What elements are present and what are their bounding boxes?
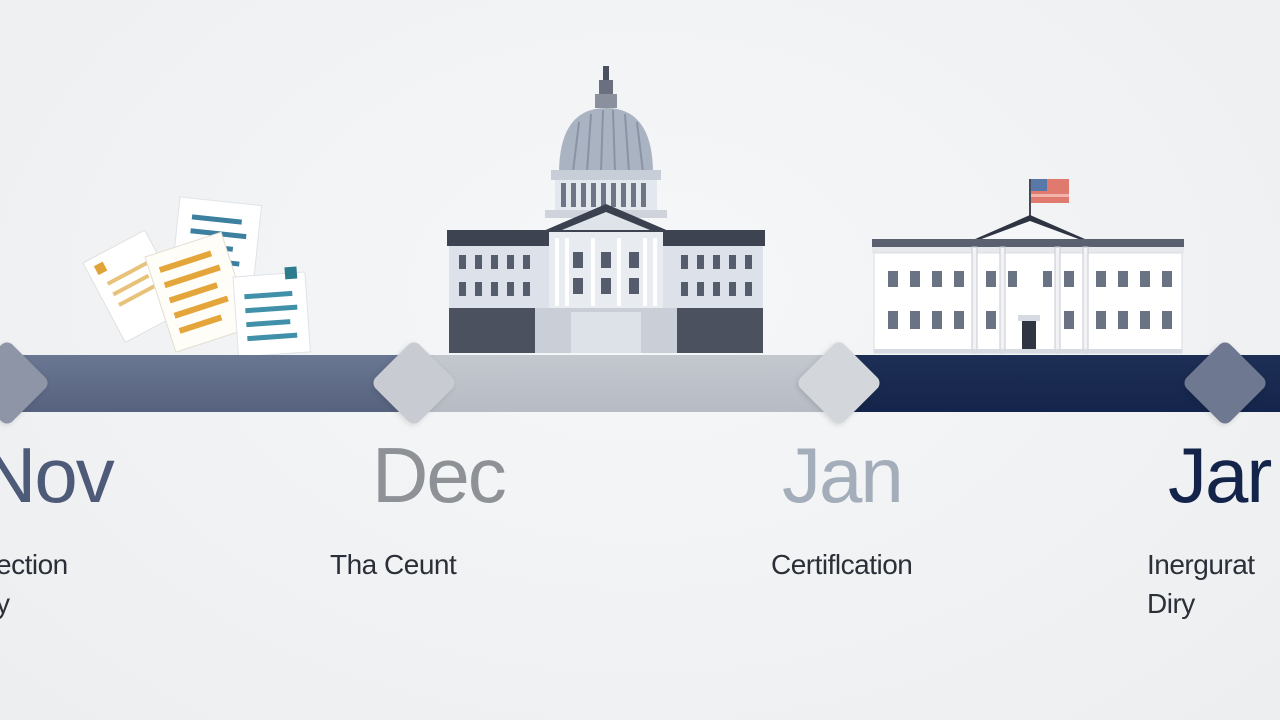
event-label-1: ection y — [0, 545, 68, 623]
event-label-3-line-1: Certiflcation — [771, 549, 913, 580]
event-label-4: Inergurat Diry — [1147, 545, 1255, 623]
month-label-3: Jan — [782, 431, 904, 519]
event-label-2: Tha Ceunt — [330, 545, 457, 584]
white-house-icon — [872, 179, 1184, 354]
event-label-4-line-1: Inergurat — [1147, 549, 1255, 580]
timeline-marker-4 — [1181, 339, 1269, 427]
timeline-segment-nov-dec — [0, 355, 400, 412]
month-label-1: Nov — [0, 431, 115, 519]
event-label-1-line-1: ection — [0, 549, 68, 580]
timeline-segment-dec-jan — [400, 355, 840, 412]
month-label-2: Dec — [372, 431, 507, 519]
month-label-4: Jar — [1168, 431, 1272, 519]
event-label-1-line-2: y — [0, 588, 10, 620]
ballot-documents-icon — [82, 196, 311, 358]
event-label-3: Certiflcation — [771, 545, 913, 584]
event-label-4-line-2: Diry — [1147, 588, 1195, 620]
timeline-marker-1 — [0, 339, 51, 427]
capitol-building-icon — [447, 66, 765, 353]
event-label-2-line-1: Tha Ceunt — [330, 549, 457, 580]
